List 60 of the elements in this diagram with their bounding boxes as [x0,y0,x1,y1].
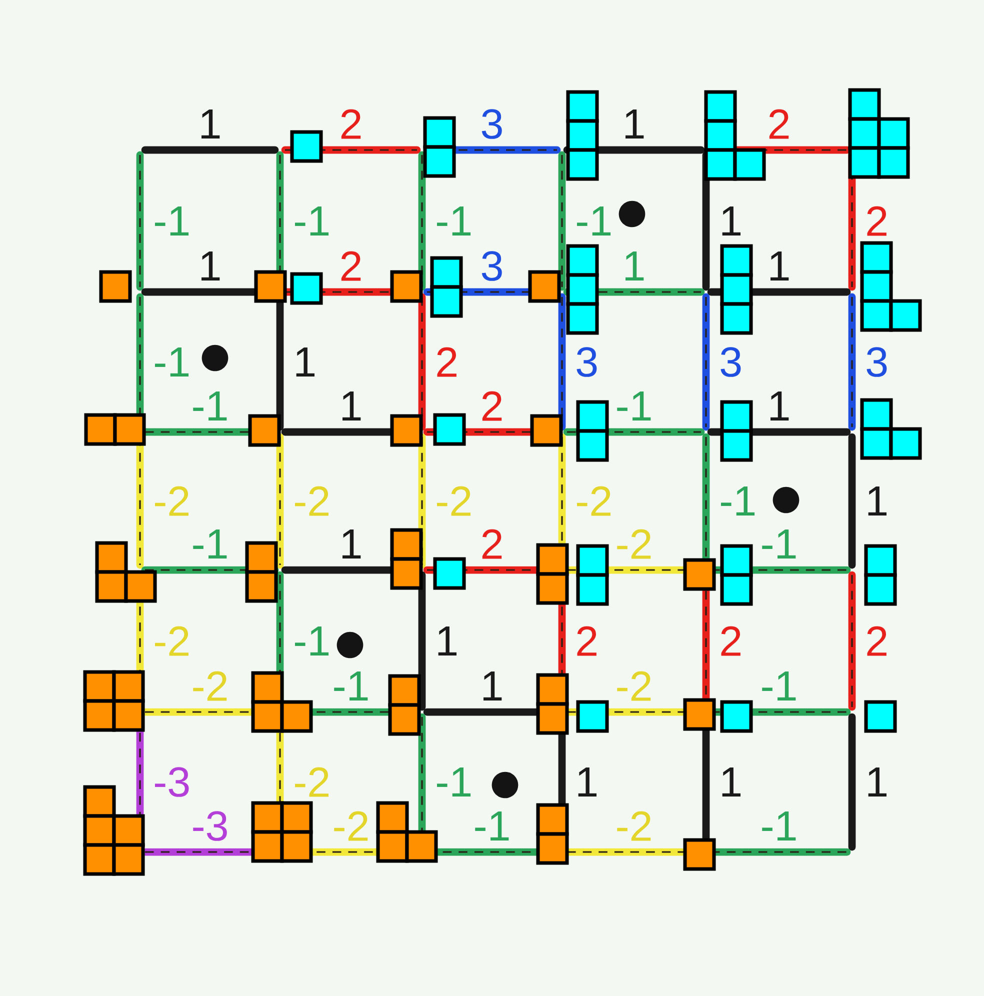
segment-label: -1 [577,206,611,236]
segment-label: 2 [867,626,886,656]
segment-label: 1 [722,768,740,796]
segment-label: -3 [193,811,227,841]
segment-label: -1 [721,486,755,516]
segment-label: -1 [154,206,189,236]
segment-label: -2 [154,486,188,516]
segment-label: -2 [577,486,610,516]
segment-label: -1 [436,768,471,796]
segment-label: 2 [769,109,789,139]
segment-label: -2 [436,486,470,516]
segment-label: 2 [577,626,596,656]
segment-label: -1 [294,626,329,656]
segment-label: -2 [617,811,651,841]
segment-label: 3 [866,347,887,377]
segment-label: -1 [154,348,189,376]
segment-label: 1 [626,110,644,138]
segment-label: -1 [475,812,509,840]
segment-label: -2 [294,486,328,516]
segment-label: 1 [202,252,220,280]
segment-label: 3 [720,347,741,377]
segment-label: 2 [341,109,361,139]
segment-label: -2 [294,767,328,797]
segment-label: -2 [154,626,188,656]
segment-label: 3 [482,109,502,139]
segment-label: 1 [578,768,596,796]
segment-label: 2 [482,529,502,559]
segment-label: 2 [867,206,886,236]
segment-label: 1 [626,252,644,280]
segment-label: -2 [193,671,227,701]
segment-label: -1 [193,530,227,558]
segment-label: 2 [437,347,456,377]
segment-label: -1 [294,206,329,236]
segment-label: 1 [868,768,886,796]
segment-label: -2 [617,529,651,559]
segment-label: 1 [342,530,361,558]
segment-label: -2 [334,811,368,841]
segment-label: -3 [154,767,189,797]
segment-label: -1 [762,812,796,840]
segment-label: 1 [342,392,361,420]
segment-label: 1 [868,486,886,516]
segment-label: 1 [722,206,740,236]
segment-label: -1 [193,392,227,420]
segment-label: 1 [296,348,314,376]
segment-label: 1 [438,626,456,656]
segment-label: 1 [484,672,502,700]
segment-label: -1 [334,672,368,700]
segment-label: 2 [482,391,502,421]
segment-label: 1 [770,252,789,280]
segment-label: 1 [770,392,789,420]
segment-label: -1 [617,392,651,420]
segment-label: -1 [762,530,796,558]
segment-label: -1 [436,206,471,236]
segment-label: 1 [202,110,220,138]
segment-label: 2 [721,626,740,656]
segment-label: -2 [617,671,651,701]
segment-label: 3 [576,347,597,377]
segment-label: -1 [762,672,796,700]
segment-label: 2 [341,251,361,281]
segment-label: 3 [482,251,502,281]
